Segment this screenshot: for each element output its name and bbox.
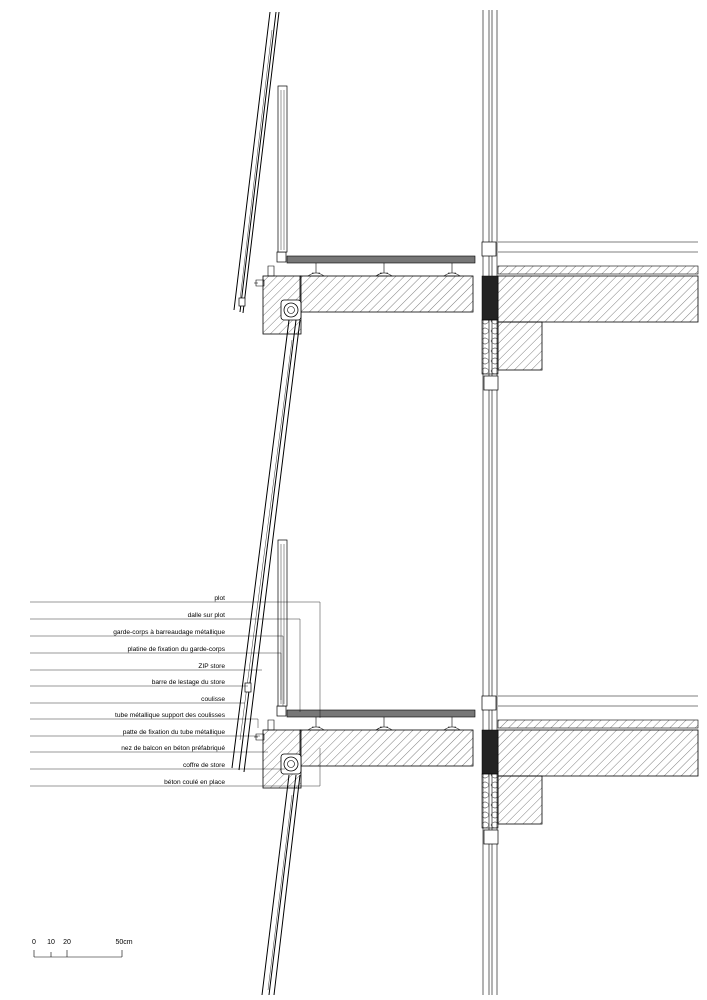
label-plot: plot — [214, 595, 225, 602]
label-garde-corps: garde-corps à barreaudage métallique — [113, 629, 225, 636]
lower-railing — [277, 539, 288, 707]
label-tube: tube métallique support des coulisses — [115, 712, 226, 719]
ballast-bar — [244, 682, 252, 693]
leader-lines — [30, 601, 321, 787]
zip-blind — [231, 319, 301, 773]
label-coulisse: coulisse — [201, 696, 225, 703]
label-nez: nez de balcon en béton préfabriqué — [121, 745, 225, 752]
annotation-labels: plot dalle sur plot garde-corps à barrea… — [113, 595, 226, 786]
upper-railing — [277, 85, 288, 253]
scale-bar: 0 10 20 50cm — [32, 939, 133, 958]
scale-tick-10: 10 — [47, 939, 55, 946]
lower-zip-blind — [261, 774, 301, 996]
label-coffre: coffre de store — [183, 762, 225, 769]
scale-tick-50: 50cm — [115, 939, 132, 946]
upper-blind-panel — [233, 11, 280, 314]
label-dalle: dalle sur plot — [188, 612, 226, 619]
label-barre: barre de lestage du store — [152, 679, 226, 686]
scale-tick-20: 20 — [63, 939, 71, 946]
window-wall — [482, 10, 498, 995]
label-zip-store: ZIP store — [198, 663, 225, 670]
scale-tick-0: 0 — [32, 939, 36, 946]
label-platine: platine de fixation du garde-corps — [127, 646, 225, 653]
label-patte: patte de fixation du tube métallique — [123, 729, 226, 736]
label-beton: béton coulé en place — [164, 779, 225, 786]
